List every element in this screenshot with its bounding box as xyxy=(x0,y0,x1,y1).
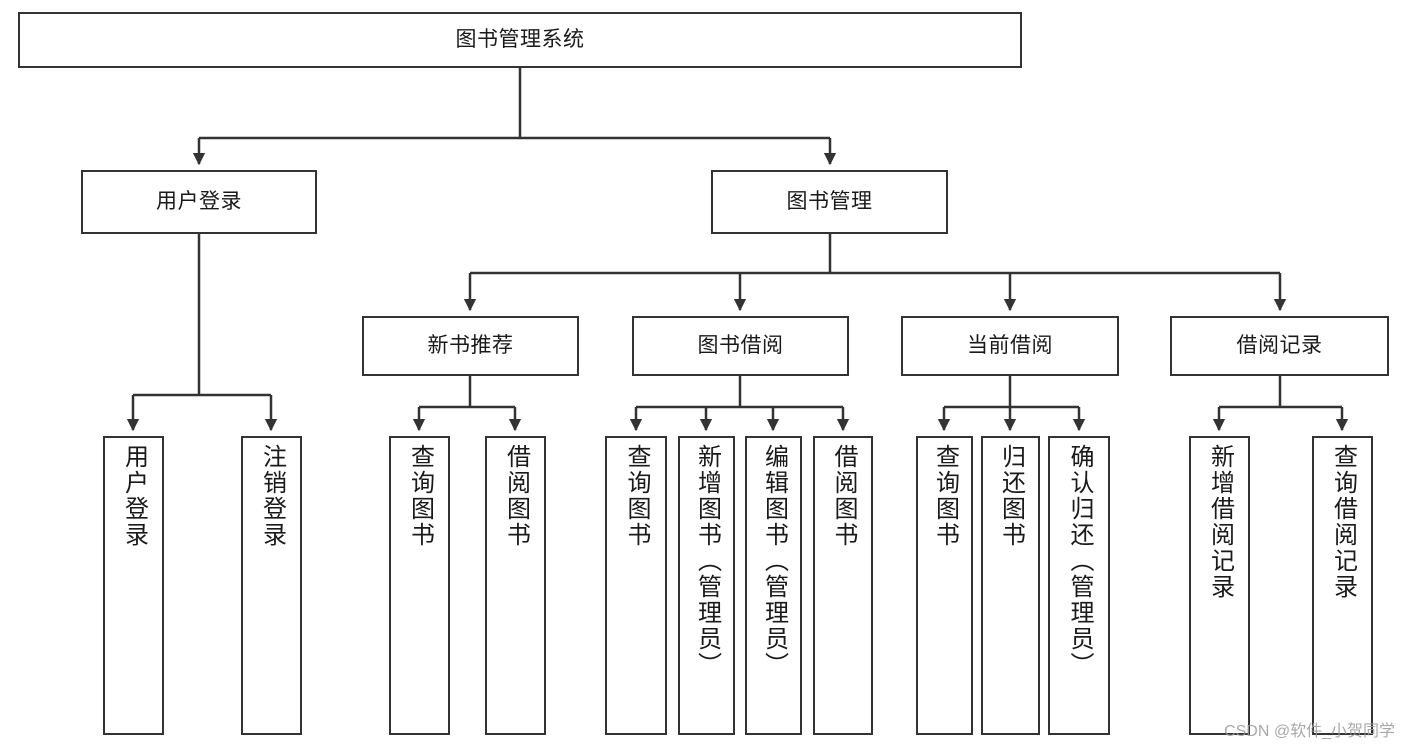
node-leaf-add-book-label: 新增图书（管理员） xyxy=(693,444,721,678)
node-root-label: 图书管理系统 xyxy=(455,28,585,52)
node-leaf-edit-book-label: 编辑图书（管理员） xyxy=(760,444,788,678)
node-leaf-query-record[interactable]: 查询借阅记录 xyxy=(1312,436,1373,735)
node-current-borrow-label: 当前借阅 xyxy=(967,334,1053,358)
node-leaf-query-book-2[interactable]: 查询图书 xyxy=(605,436,667,735)
node-leaf-borrow-book-2[interactable]: 借阅图书 xyxy=(813,436,873,735)
node-leaf-return-book-label: 归还图书 xyxy=(997,444,1025,548)
node-leaf-borrow-book-1[interactable]: 借阅图书 xyxy=(485,436,546,735)
node-leaf-add-book[interactable]: 新增图书（管理员） xyxy=(678,436,735,735)
node-leaf-return-book[interactable]: 归还图书 xyxy=(981,436,1040,735)
node-new-book-rec-label: 新书推荐 xyxy=(427,334,514,358)
node-leaf-user-login[interactable]: 用户登录 xyxy=(103,436,164,735)
node-borrow-record-label: 借阅记录 xyxy=(1236,334,1323,358)
node-current-borrow[interactable]: 当前借阅 xyxy=(901,316,1119,376)
node-leaf-borrow-book-1-label: 借阅图书 xyxy=(502,444,530,548)
node-leaf-query-record-label: 查询借阅记录 xyxy=(1329,444,1357,600)
node-book-borrow[interactable]: 图书借阅 xyxy=(632,316,849,376)
watermark: CSDN @软件_小贺同学 xyxy=(1224,723,1395,740)
node-borrow-record[interactable]: 借阅记录 xyxy=(1170,316,1389,376)
node-leaf-user-login-label: 用户登录 xyxy=(120,444,148,548)
node-book-manage-label: 图书管理 xyxy=(786,190,873,214)
node-leaf-query-book-1-label: 查询图书 xyxy=(406,444,434,548)
node-user-login[interactable]: 用户登录 xyxy=(81,170,317,234)
node-book-borrow-label: 图书借阅 xyxy=(697,334,784,358)
node-leaf-user-logout-label: 注销登录 xyxy=(258,444,286,548)
node-leaf-confirm-return[interactable]: 确认归还（管理员） xyxy=(1048,436,1110,735)
node-leaf-query-book-3-label: 查询图书 xyxy=(931,444,959,548)
node-leaf-add-record[interactable]: 新增借阅记录 xyxy=(1189,436,1250,735)
node-leaf-borrow-book-2-label: 借阅图书 xyxy=(830,444,857,548)
node-leaf-query-book-2-label: 查询图书 xyxy=(623,444,650,548)
node-leaf-confirm-return-label: 确认归还（管理员） xyxy=(1066,444,1093,678)
node-leaf-edit-book[interactable]: 编辑图书（管理员） xyxy=(745,436,802,735)
node-leaf-user-logout[interactable]: 注销登录 xyxy=(241,436,302,735)
node-book-manage[interactable]: 图书管理 xyxy=(711,170,948,234)
node-leaf-add-record-label: 新增借阅记录 xyxy=(1206,444,1234,600)
node-leaf-query-book-1[interactable]: 查询图书 xyxy=(389,436,450,735)
node-new-book-rec[interactable]: 新书推荐 xyxy=(362,316,579,376)
node-user-login-label: 用户登录 xyxy=(156,190,242,214)
node-leaf-query-book-3[interactable]: 查询图书 xyxy=(916,436,973,735)
node-root[interactable]: 图书管理系统 xyxy=(18,12,1022,68)
